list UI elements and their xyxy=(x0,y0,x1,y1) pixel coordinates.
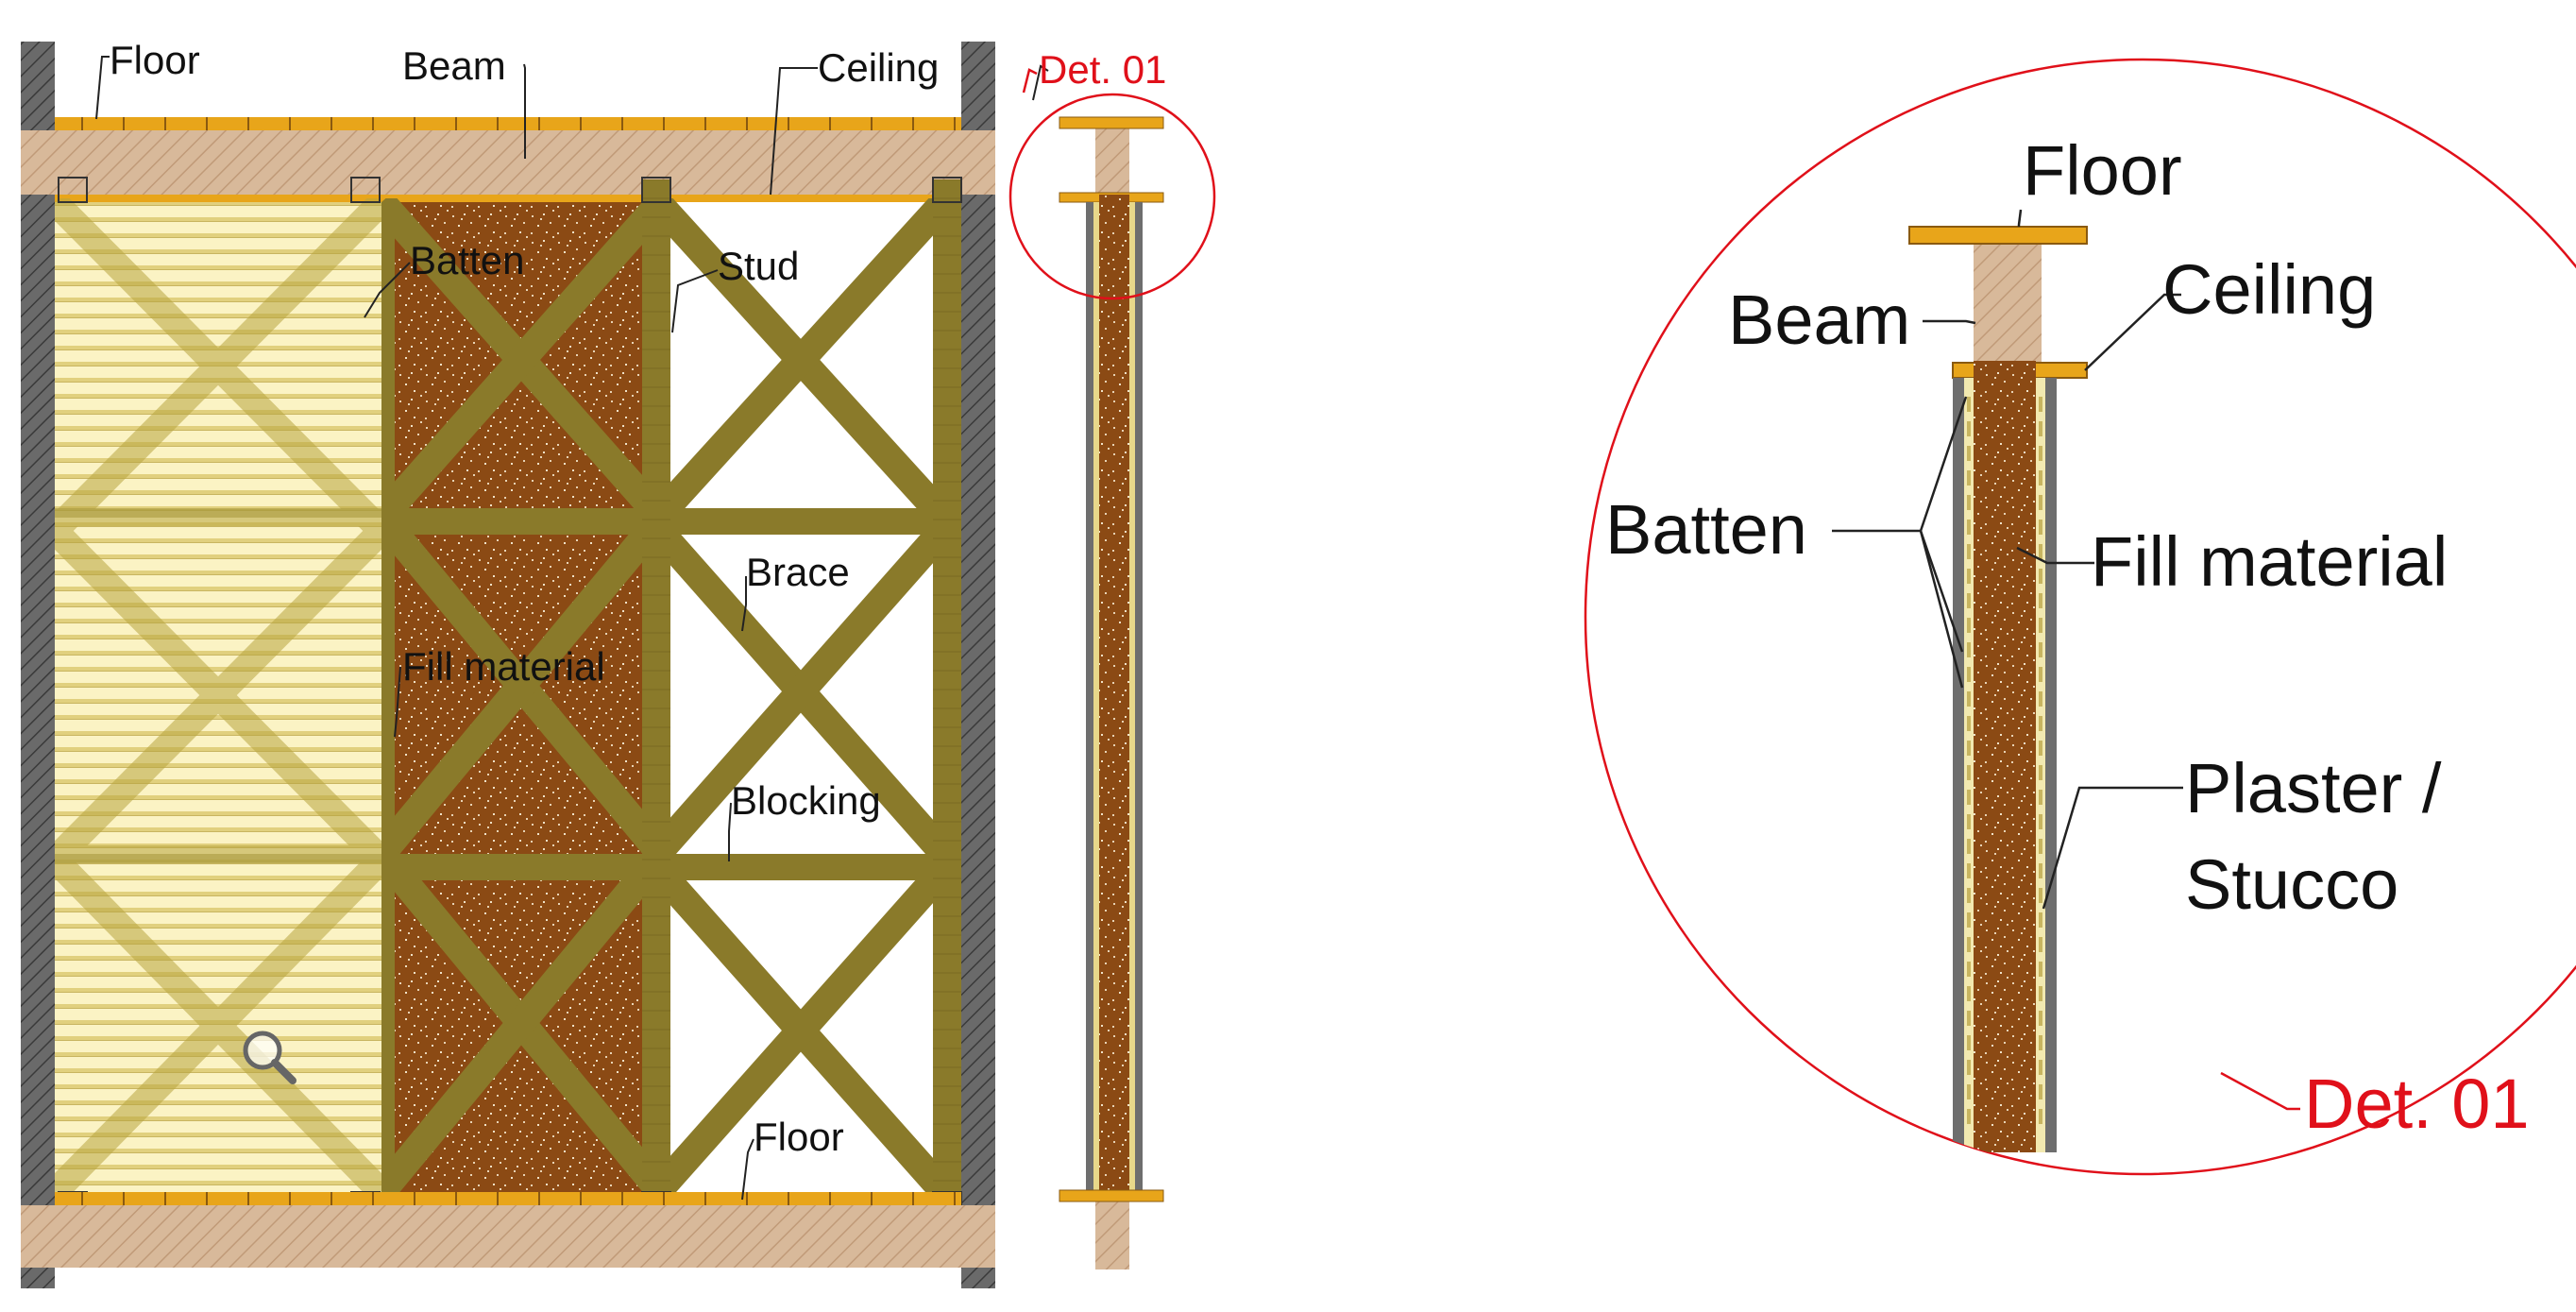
detail-beam xyxy=(1974,242,2042,363)
label-beam: Beam xyxy=(402,43,506,88)
beam-top xyxy=(21,130,995,195)
label-floor-bottom: Floor xyxy=(754,1115,844,1159)
detail-label-det-01: Det. 01 xyxy=(2304,1065,2530,1143)
detail-label-floor: Floor xyxy=(2023,131,2182,210)
section-plaster-right xyxy=(1135,202,1143,1192)
detail-label-plaster: Plaster / xyxy=(2185,749,2442,827)
detail-label-fill-material: Fill material xyxy=(2091,522,2448,601)
timber-frame xyxy=(55,179,961,1200)
masonry-wall-right xyxy=(961,42,995,1288)
elevation-leaders xyxy=(95,56,1049,1201)
beam-bottom xyxy=(21,1205,995,1268)
label-det-01-small: Det. 01 xyxy=(1039,47,1166,92)
detail-label-beam: Beam xyxy=(1728,281,1910,359)
detail-batten-ticks xyxy=(1967,397,2042,1133)
section-fill xyxy=(1099,195,1129,1200)
detail-plaster-right xyxy=(2045,378,2057,1152)
detail-plaster-left xyxy=(1953,378,1964,1152)
wall-elevation: Floor Beam Ceiling Batten Stud Brace Fil… xyxy=(21,38,1049,1288)
ceiling-strip xyxy=(55,195,961,202)
detail-view: Floor Beam Ceiling Batten Fill material … xyxy=(1584,58,2576,1176)
detail-fill xyxy=(1974,361,2036,1152)
detail-label-batten: Batten xyxy=(1605,490,1807,569)
section-batten-right xyxy=(1129,202,1135,1192)
detail-floor-board xyxy=(1908,226,2088,245)
section-batten-left xyxy=(1093,202,1099,1192)
detail-label-ceiling: Ceiling xyxy=(2162,250,2376,329)
label-brace: Brace xyxy=(746,550,850,594)
masonry-wall-left xyxy=(21,42,55,1288)
detail-leaders xyxy=(1832,209,2183,910)
stud-center xyxy=(642,179,670,1200)
label-stud: Stud xyxy=(718,244,799,288)
section-plaster-left xyxy=(1086,202,1093,1192)
section-floor-top xyxy=(1059,116,1164,129)
floor-boards-top xyxy=(55,117,961,130)
label-ceiling: Ceiling xyxy=(818,45,939,90)
section-floor-bottom xyxy=(1059,1189,1164,1202)
detail-label-stucco: Stucco xyxy=(2185,845,2398,924)
label-blocking: Blocking xyxy=(731,778,881,823)
label-fill-material: Fill material xyxy=(402,644,605,689)
magnifier-icon[interactable] xyxy=(243,1031,297,1084)
stud-right xyxy=(933,179,961,1200)
detail-callout-circle-small xyxy=(1008,93,1216,300)
label-batten: Batten xyxy=(410,238,524,282)
stud-left-fill xyxy=(381,202,395,1192)
wall-section: Det. 01 xyxy=(1008,47,1216,1269)
detail-callout-leader xyxy=(2220,1071,2300,1111)
label-floor-top: Floor xyxy=(110,38,200,82)
floor-boards-bottom xyxy=(55,1192,961,1205)
detail-callout-circle-large xyxy=(1584,58,2576,1176)
